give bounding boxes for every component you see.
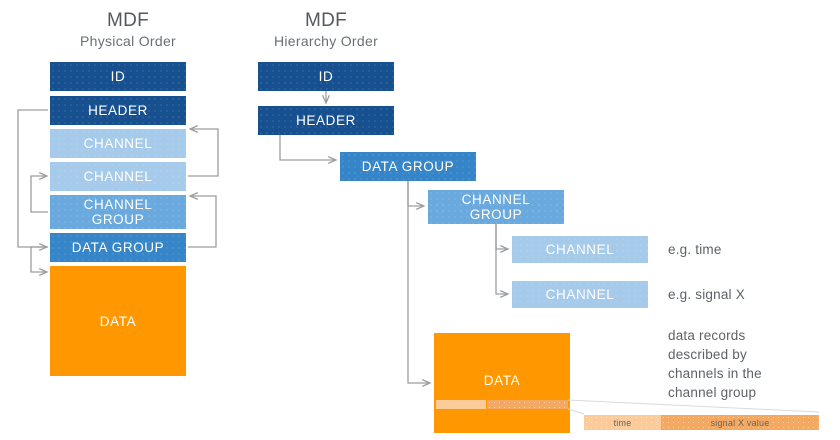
hierarchy-block-header: HEADER [258,106,394,135]
hierarchy-block-data: DATA [434,333,570,433]
record-bar-time: time [584,415,661,430]
physical-right-hooks [188,129,219,248]
hierarchy-title-line1: MDF [304,10,348,31]
physical-title-line2: Physical Order [79,33,176,49]
data-record-strip-signal [487,400,568,409]
record-bar-signal-value: signal X value [661,415,819,430]
physical-block-channel-2: CHANNEL [50,162,186,191]
physical-order-title: MDF Physical Order [48,10,208,50]
physical-block-id: ID [50,62,186,91]
hierarchy-block-channel-2: CHANNEL [512,281,648,308]
hierarchy-block-channel-1: CHANNEL [512,236,648,263]
record-explosion-guides [567,399,820,415]
annotation-channel-time: e.g. time [668,242,722,257]
hierarchy-block-id: ID [258,62,394,91]
annotation-channel-signal: e.g. signal X [668,287,745,302]
data-record-strip-time [436,400,486,409]
hierarchy-order-title: MDF Hierarchy Order [246,10,406,50]
physical-block-channel-group: CHANNEL GROUP [50,195,186,229]
physical-block-header: HEADER [50,96,186,125]
annotation-data-records: data records described by channels in th… [668,328,762,400]
hierarchy-block-data-group: DATA GROUP [340,152,476,181]
hierarchy-block-channel-group: CHANNEL GROUP [428,190,564,224]
physical-left-hooks [17,109,48,272]
physical-block-data-group: DATA GROUP [50,233,186,262]
hierarchy-title-line2: Hierarchy Order [273,33,379,49]
physical-block-channel-1: CHANNEL [50,129,186,158]
physical-block-data: DATA [50,266,186,376]
physical-title-line1: MDF [106,10,150,31]
